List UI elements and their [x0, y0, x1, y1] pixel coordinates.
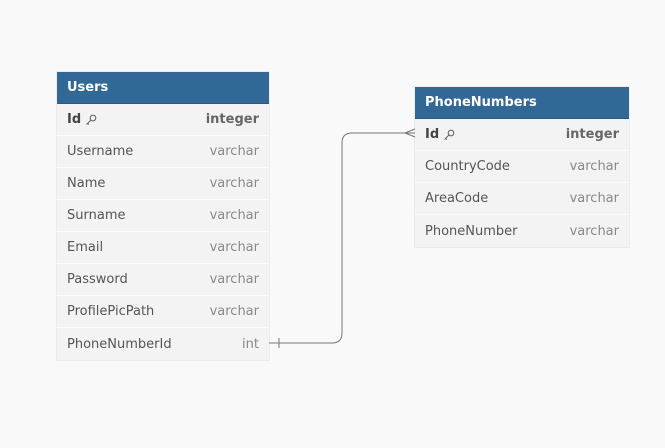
column-type: varchar [209, 208, 259, 223]
column-name-cell: ProfilePicPath [67, 304, 154, 319]
column-name: ProfilePicPath [67, 304, 155, 319]
column-row-users-username[interactable]: Username varchar [57, 136, 269, 168]
table-header-users[interactable]: Users [57, 72, 269, 104]
column-row-phonenumbers-areacode[interactable]: AreaCode varchar [415, 183, 629, 215]
column-type: varchar [569, 191, 619, 206]
column-name: PhoneNumber [425, 223, 518, 239]
column-name: Id [425, 127, 440, 142]
key-icon [85, 114, 97, 126]
column-type: varchar [569, 223, 619, 239]
column-row-phonenumbers-countrycode[interactable]: CountryCode varchar [415, 151, 629, 183]
column-name: Password [67, 272, 128, 287]
column-name-cell: Surname [67, 208, 125, 223]
column-name-cell: Name [67, 176, 105, 191]
column-row-users-email[interactable]: Email varchar [57, 232, 269, 264]
column-name: Username [67, 144, 134, 159]
column-row-users-name[interactable]: Name varchar [57, 168, 269, 200]
column-type: varchar [209, 176, 259, 191]
column-name-cell: Id [67, 112, 97, 127]
column-name: CountryCode [425, 159, 510, 174]
column-name: Name [67, 176, 106, 191]
column-type: varchar [209, 304, 259, 319]
column-name-cell: Email [67, 240, 103, 255]
column-row-users-phonenumberid[interactable]: PhoneNumberId int [57, 328, 269, 360]
column-name-cell: Username [67, 144, 133, 159]
column-name-cell: AreaCode [425, 191, 488, 206]
column-type: varchar [209, 144, 259, 159]
column-row-users-profilepicpath[interactable]: ProfilePicPath varchar [57, 296, 269, 328]
column-name-cell: PhoneNumber [425, 224, 518, 239]
column-name-cell: PhoneNumberId [67, 337, 172, 352]
table-header-phonenumbers[interactable]: PhoneNumbers [415, 87, 629, 119]
column-name: Email [67, 240, 104, 255]
column-row-users-password[interactable]: Password varchar [57, 264, 269, 296]
column-type: integer [205, 112, 259, 127]
column-row-users-id[interactable]: Id integer [57, 104, 269, 136]
relationship-connector[interactable] [269, 132, 415, 344]
column-name-cell: Id [425, 127, 455, 142]
column-row-users-surname[interactable]: Surname varchar [57, 200, 269, 232]
cardinality-many-mark [404, 128, 416, 138]
column-name-cell: Password [67, 272, 128, 287]
column-type: varchar [209, 240, 259, 255]
column-name: AreaCode [425, 191, 489, 206]
column-type: integer [565, 127, 619, 142]
column-row-phonenumbers-phonenumber[interactable]: PhoneNumber varchar [415, 215, 629, 247]
column-type: int [242, 336, 259, 352]
column-name: PhoneNumberId [67, 336, 172, 352]
column-name-cell: CountryCode [425, 159, 510, 174]
column-type: varchar [209, 272, 259, 287]
column-name: Id [67, 112, 82, 127]
column-type: varchar [569, 159, 619, 174]
key-icon [443, 129, 455, 141]
column-row-phonenumbers-id[interactable]: Id integer [415, 119, 629, 151]
column-name: Surname [67, 208, 126, 223]
